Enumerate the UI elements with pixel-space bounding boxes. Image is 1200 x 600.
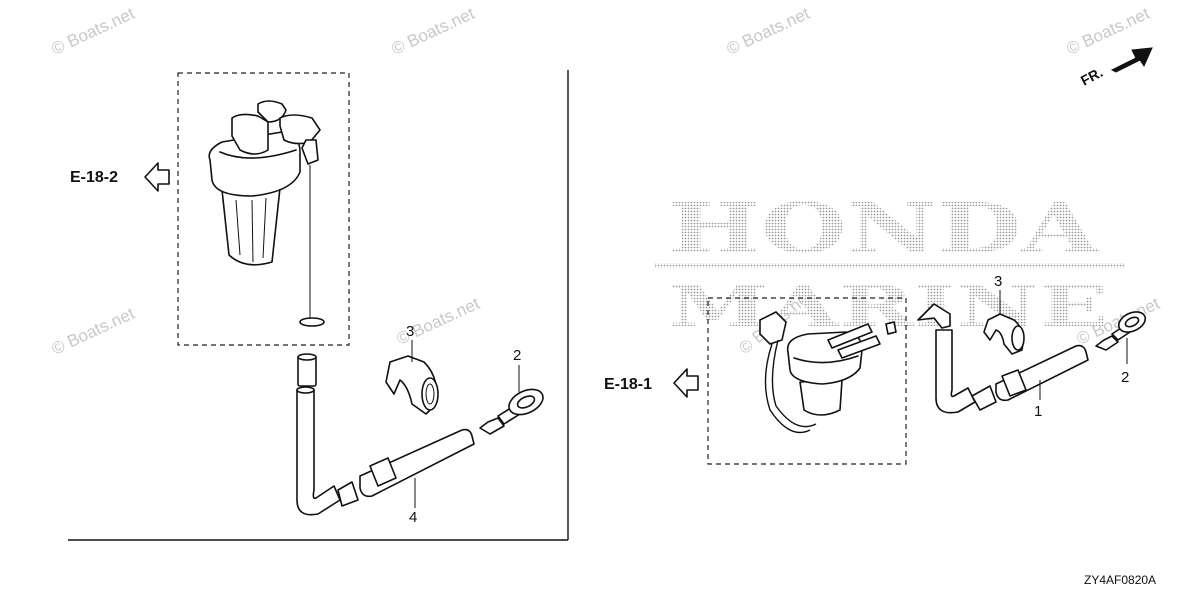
honda-marine-logo: HONDA MARINE: [655, 189, 1125, 340]
front-direction-indicator: FR.: [1078, 47, 1153, 89]
watermark-text: © Boats.net: [49, 4, 138, 59]
right-reference-box: [707, 297, 907, 465]
reference-arrow-icon: [144, 162, 170, 192]
logo-divider: [655, 263, 1125, 268]
front-direction-label: FR.: [1078, 64, 1105, 89]
callout-part-3-left: 3: [406, 323, 414, 340]
right-fuel-hose: [917, 303, 1089, 414]
watermark-text: © Boats.net: [724, 4, 813, 59]
callout-part-4-left: 4: [409, 509, 417, 526]
left-fuel-filter: [208, 100, 325, 327]
callout-part-3-right: 3: [994, 273, 1002, 290]
callout-part-2-right: 2: [1121, 369, 1129, 386]
watermark-text: © Boats.net: [394, 294, 483, 349]
right-ring-terminal: [1095, 311, 1147, 351]
left-reference-label: E-18-2: [70, 169, 118, 186]
watermark-text: © Boats.net: [49, 304, 138, 359]
left-hose-clip: [385, 355, 439, 415]
left-reference-box: [177, 72, 350, 346]
watermark-text: © Boats.net: [389, 4, 478, 59]
left-ring-terminal: [479, 388, 544, 435]
logo-top-text: HONDA: [668, 189, 1100, 269]
callout-part-1-right: 1: [1034, 403, 1042, 420]
left-fuel-hose: [296, 353, 475, 516]
front-arrow-icon: [1110, 47, 1153, 73]
diagram-code: ZY4AF0820A: [1084, 573, 1156, 587]
right-hose-clip: [983, 313, 1025, 355]
reference-arrow-icon: [673, 368, 699, 398]
right-reference-label: E-18-1: [604, 376, 652, 393]
right-fuel-filter: [759, 311, 897, 434]
callout-part-2-left: 2: [513, 347, 521, 364]
